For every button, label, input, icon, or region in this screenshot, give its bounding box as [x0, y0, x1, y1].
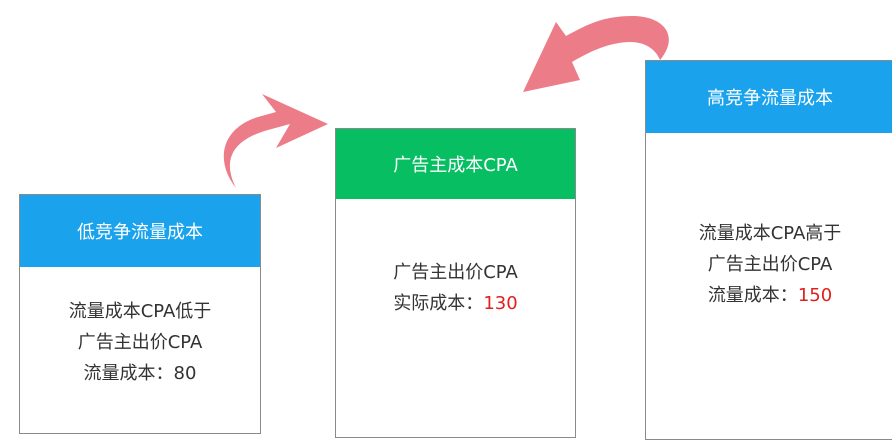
advertiser-cost-header: 广告主成本CPA [336, 129, 575, 199]
low-cost-value: 80 [173, 363, 197, 384]
low-competition-header: 低竞争流量成本 [20, 195, 260, 267]
high-line-1: 流量成本CPA高于 [698, 223, 842, 244]
high-competition-body: 流量成本CPA高于 广告主出价CPA 流量成本：150 [646, 218, 892, 311]
advertiser-cost-title: 广告主成本CPA [393, 155, 518, 176]
low-cost-line: 流量成本：80 [84, 358, 197, 389]
advertiser-cost-card: 广告主成本CPA 广告主出价CPA 实际成本：130 [335, 128, 576, 438]
low-line-2: 广告主出价CPA [77, 332, 203, 353]
low-competition-card: 低竞争流量成本 流量成本CPA低于 广告主出价CPA 流量成本：80 [19, 194, 261, 434]
curved-arrow-right-icon [223, 94, 328, 188]
high-competition-card: 高竞争流量成本 流量成本CPA高于 广告主出价CPA 流量成本：150 [645, 60, 892, 440]
high-cost-label: 流量成本： [707, 285, 798, 306]
high-cost-line: 流量成本：150 [708, 280, 832, 311]
high-competition-title: 高竞争流量成本 [707, 88, 833, 109]
mid-cost-label: 实际成本： [393, 293, 484, 314]
mid-cost-line: 实际成本：130 [393, 288, 517, 319]
mid-line-1: 广告主出价CPA [393, 262, 518, 283]
low-line-1: 流量成本CPA低于 [68, 301, 212, 322]
high-cost-value: 150 [797, 285, 833, 306]
advertiser-cost-body: 广告主出价CPA 实际成本：130 [336, 257, 575, 319]
low-competition-title: 低竞争流量成本 [77, 222, 203, 243]
high-competition-header: 高竞争流量成本 [646, 61, 892, 133]
low-competition-body: 流量成本CPA低于 广告主出价CPA 流量成本：80 [20, 296, 260, 389]
low-cost-label: 流量成本： [83, 363, 174, 384]
high-line-2: 广告主出价CPA [707, 254, 833, 275]
mid-cost-value: 130 [483, 293, 518, 314]
